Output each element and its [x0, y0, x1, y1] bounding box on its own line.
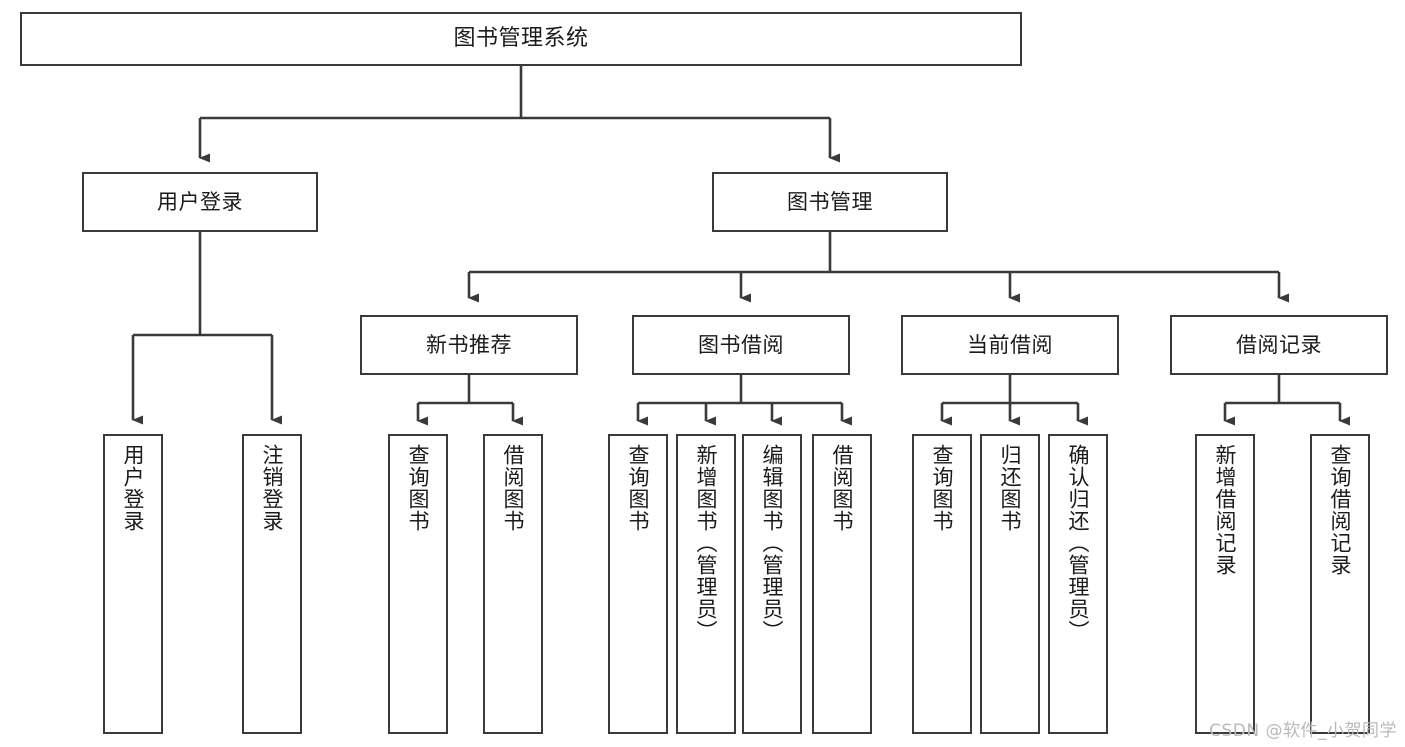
node-leaf-book-borrow-edit-admin[interactable]: 编辑图书（管理员）: [742, 434, 802, 734]
node-label: 借阅记录: [1236, 332, 1322, 357]
node-leaf-current-borrow-return[interactable]: 归还图书: [980, 434, 1040, 734]
node-leaf-current-borrow-confirm-return-admin[interactable]: 确认归还（管理员）: [1048, 434, 1108, 734]
node-label: 确认归还（管理员）: [1066, 444, 1091, 642]
node-leaf-borrow-record-add[interactable]: 新增借阅记录: [1195, 434, 1255, 734]
node-label: 图书借阅: [698, 332, 784, 357]
node-leaf-book-borrow-add-admin[interactable]: 新增图书（管理员）: [676, 434, 736, 734]
node-current-borrowing[interactable]: 当前借阅: [901, 315, 1119, 375]
node-label: 图书管理: [787, 189, 873, 214]
node-label: 编辑图书（管理员）: [760, 444, 785, 642]
node-book-management[interactable]: 图书管理: [712, 172, 948, 232]
node-borrowing-record[interactable]: 借阅记录: [1170, 315, 1388, 375]
node-label: 查询借阅记录: [1328, 444, 1353, 576]
node-leaf-new-book-query[interactable]: 查询图书: [388, 434, 448, 734]
node-label: 查询图书: [626, 444, 651, 532]
node-label: 查询图书: [930, 444, 955, 532]
node-leaf-new-book-borrow[interactable]: 借阅图书: [483, 434, 543, 734]
node-label: 归还图书: [998, 444, 1023, 532]
node-label: 用户登录: [157, 189, 243, 214]
node-new-book-recommendation[interactable]: 新书推荐: [360, 315, 578, 375]
node-book-borrowing[interactable]: 图书借阅: [632, 315, 850, 375]
node-label: 图书管理系统: [453, 26, 589, 52]
node-leaf-user-login-login[interactable]: 用户登录: [103, 434, 163, 734]
node-user-login[interactable]: 用户登录: [82, 172, 318, 232]
node-label: 用户登录: [121, 444, 146, 532]
node-label: 新增图书（管理员）: [694, 444, 719, 642]
node-leaf-borrow-record-query[interactable]: 查询借阅记录: [1310, 434, 1370, 734]
node-leaf-current-borrow-query[interactable]: 查询图书: [912, 434, 972, 734]
node-label: 借阅图书: [501, 444, 526, 532]
node-label: 借阅图书: [830, 444, 855, 532]
node-leaf-book-borrow-query[interactable]: 查询图书: [608, 434, 668, 734]
node-label: 当前借阅: [967, 332, 1053, 357]
node-label: 新书推荐: [426, 332, 512, 357]
node-label: 查询图书: [406, 444, 431, 532]
node-root-library-management-system[interactable]: 图书管理系统: [20, 12, 1022, 66]
node-leaf-user-login-logout[interactable]: 注销登录: [242, 434, 302, 734]
node-leaf-book-borrow-borrow[interactable]: 借阅图书: [812, 434, 872, 734]
node-label: 注销登录: [260, 444, 285, 532]
node-label: 新增借阅记录: [1213, 444, 1238, 576]
